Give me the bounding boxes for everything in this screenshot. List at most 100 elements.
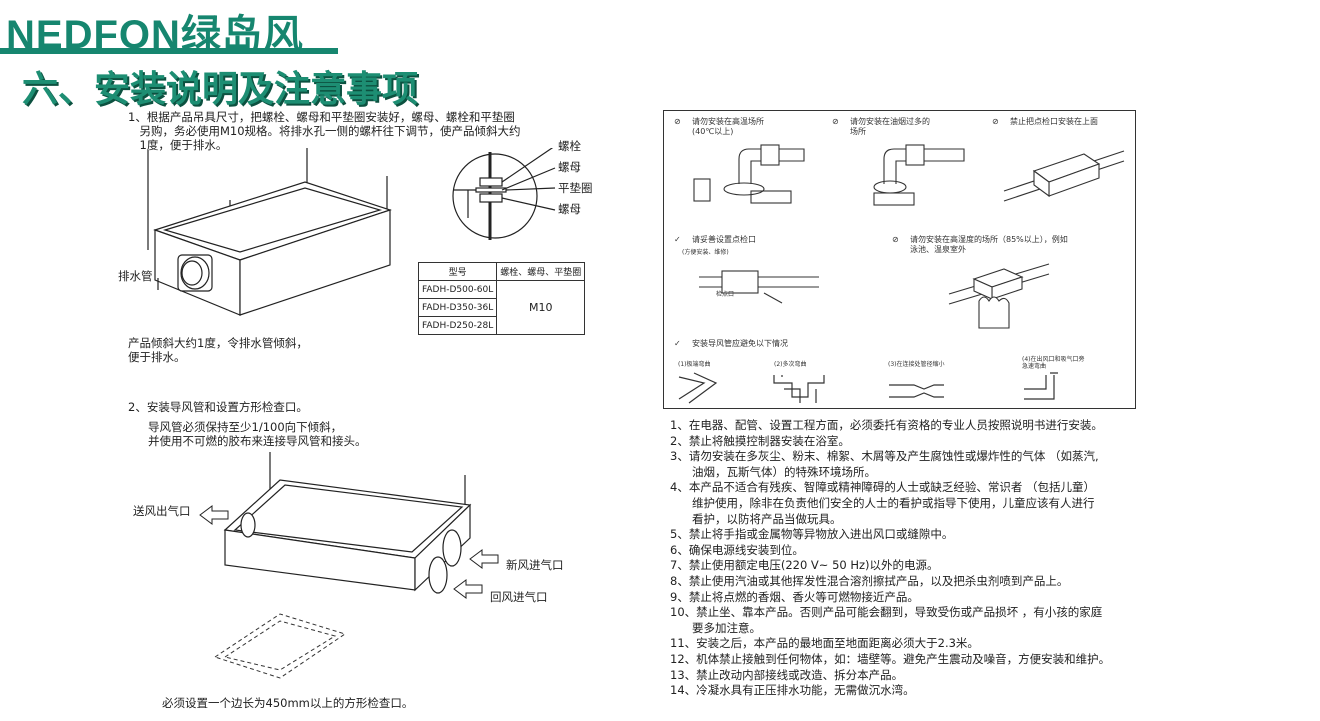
table-header-model: 型号 (417, 262, 498, 281)
rule-text: 禁止将手指或金属物等异物放入进出风口或缝隙中。 (688, 527, 954, 542)
drain-label: 排水管 (118, 269, 153, 283)
rule-text: 禁止使用汽油或其他挥发性混合溶剂擦拭产品，以及把杀虫剂喷到产品上。 (688, 573, 1069, 588)
rule-text: 禁止将触摸控制器安装在浴室。 (688, 433, 850, 448)
table-row: FADH-D250-28L (417, 316, 498, 335)
rule-item: 4、本产品不适合有残疾、智障或精神障碍的人士或缺乏经验、常识者 （包括儿童） (670, 480, 1145, 496)
return-in-label: 回风进气口 (490, 590, 548, 604)
no-icon: ⊘ (674, 117, 681, 126)
rule-number: 13、 (670, 667, 697, 682)
fresh-arrow-icon (469, 549, 499, 569)
high-temp-illustration (693, 144, 805, 204)
ok-icon: ✓ (674, 339, 681, 348)
step2-title: 2、安装导风管和设置方形检查口。 (128, 400, 308, 414)
rule-number: 7、 (670, 558, 689, 573)
rule-item: 2、禁止将触摸控制器安装在浴室。 (670, 434, 1145, 450)
section-title: 六、安装说明及注意事项 (22, 69, 419, 110)
rule-number: 14、 (670, 683, 697, 698)
inspect-label: 检点口 (716, 291, 735, 298)
rule-number: 3、 (670, 449, 689, 464)
unit-hanging-illustration (147, 148, 392, 316)
table-spec-value: M10 (496, 280, 586, 335)
warn-oily: 请勿安装在油烟过多的 场所 (850, 117, 930, 136)
no-icon: ⊘ (992, 117, 999, 126)
rule-text: 冷凝水具有正压排水功能，无需做沉水湾。 (696, 683, 915, 698)
rule-number: 8、 (670, 573, 689, 588)
top-inspect-illustration (1003, 150, 1125, 202)
rule-text: 请勿安装在多灰尘、粉末、棉絮、木屑等及产生腐蚀性或爆炸性的气体 （如蒸汽, (688, 449, 1099, 464)
rule-number: 12、 (670, 651, 697, 666)
rule-text: 本产品不适合有残疾、智障或精神障碍的人士或缺乏经验、常识者 （包括儿童） (688, 480, 1095, 495)
brand-underline (0, 48, 338, 54)
warn-no-top-inspect: 禁止把点检口安装在上面 (1010, 117, 1098, 126)
rule-text: 机体禁止接触到任何物体，如：墙壁等。避免产生震动及噪音，方便安装和维护。 (696, 651, 1111, 666)
rule-number: 1、 (670, 418, 689, 432)
rule-item: 7、禁止使用额定电压(220 V~ 50 Hz)以外的电源。 (670, 558, 1145, 574)
rule-text: 确保电源线安装到位。 (688, 542, 804, 557)
no-icon: ⊘ (892, 235, 899, 244)
rule-item: 13、禁止改动内部接线或改造、拆分本产品。 (670, 668, 1145, 684)
tilt-note: 产品倾斜大约1度，令排水管倾斜， 便于排水。 (128, 336, 308, 364)
rule-number: 6、 (670, 542, 689, 557)
warn-inspect-port-sub: (方便安装、维修) (682, 249, 729, 256)
access-note: 必须设置一个边长为450mm以上的方形检查口。 (162, 696, 414, 710)
inspect-port-illustration (699, 270, 819, 304)
rule-number: 2、 (670, 433, 689, 448)
table-header-hardware: 螺栓、螺母、平垫圈 (496, 262, 586, 281)
rule-continuation: 油烟，瓦斯气体）的特殊环境场所。 (692, 464, 876, 479)
nut-label: 螺母 (558, 160, 581, 174)
no-icon: ⊘ (832, 117, 839, 126)
step1-text: 1、根据产品吊具尺寸，把螺栓、螺母和平垫圈安装好，螺母、螺栓和平垫圈 另购，务必… (128, 110, 521, 152)
humidity-illustration (948, 263, 1050, 329)
rule-text: 禁止坐、靠本产品。否则产品可能会翻到，导致受伤或产品损坏 ，有小孩的家庭 (696, 605, 1103, 620)
rule-item: 10、禁止坐、靠本产品。否则产品可能会翻到，导致受伤或产品损坏 ，有小孩的家庭 (670, 605, 1145, 621)
rule-item: 6、确保电源线安装到位。 (670, 543, 1145, 559)
supply-out-label: 送风出气口 (133, 504, 191, 518)
rule-item: 1、在电器、配管、设置工程方面，必须委托有资格的专业人员按照说明书进行安装。 (670, 418, 1145, 434)
supply-arrow-icon (199, 505, 229, 525)
rule-item: 11、安装之后，本产品的最地面至地面距离必须大于2.3米。 (670, 636, 1145, 652)
rule-number: 5、 (670, 527, 689, 542)
case-4-label: (4)在出风口和吸气口旁 急速弯曲 (1022, 356, 1085, 370)
safety-rules-list: 1、在电器、配管、设置工程方面，必须委托有资格的专业人员按照说明书进行安装。2、… (670, 418, 1145, 699)
rule-number: 10、 (670, 605, 697, 620)
rule-number: 9、 (670, 589, 689, 604)
ok-icon: ✓ (674, 235, 681, 244)
rule-number: 4、 (670, 480, 689, 495)
rule-item: 14、冷凝水具有正压排水功能，无需做沉水湾。 (670, 683, 1145, 699)
rule-continuation: 看护，以防将产品当做玩具。 (692, 511, 842, 526)
table-row: FADH-D350-36L (417, 298, 498, 317)
rule-text: 禁止使用额定电压(220 V~ 50 Hz)以外的电源。 (688, 558, 939, 573)
case-2-label: (2)多次弯曲 (774, 361, 807, 368)
rule-text: 禁止将点燃的香烟、香火等可燃物接近产品。 (688, 589, 919, 604)
rule-item: 5、禁止将手指或金属物等异物放入进出风口或缝隙中。 (670, 527, 1145, 543)
warn-inspect-port: 请妥善设置点检口 (692, 235, 756, 244)
warning-diagram-box: ⊘ 请勿安装在高温场所 (40℃以上) ⊘ 请勿安装在油烟过多的 场所 ⊘ 禁止… (663, 110, 1136, 409)
hardware-spec-table: 型号 螺栓、螺母、平垫圈 FADH-D500-60L M10 FADH-D350… (417, 262, 586, 335)
rule-text: 在电器、配管、设置工程方面，必须委托有资格的专业人员按照说明书进行安装。 (688, 418, 1103, 432)
fresh-in-label: 新风进气口 (506, 558, 564, 572)
case-3-label: (3)在连接处管径缩小 (888, 361, 945, 368)
oily-illustration (873, 144, 965, 206)
bolt-label: 螺栓 (558, 139, 581, 153)
rule-continuation: 维护使用，除非在负责他们安全的人士的看护或指导下使用，儿童应该有人进行 (692, 495, 1095, 510)
warn-humidity: 请勿安装在高湿度的场所（85%以上），例如 泳池、温泉室外 (910, 235, 1068, 254)
rule-item: 3、请勿安装在多灰尘、粉末、棉絮、木屑等及产生腐蚀性或爆炸性的气体 （如蒸汽, (670, 449, 1145, 465)
rule-text: 安装之后，本产品的最地面至地面距离必须大于2.3米。 (696, 636, 979, 651)
case-1-label: (1)极端弯曲 (678, 361, 711, 368)
rule-item: 8、禁止使用汽油或其他挥发性混合溶剂擦拭产品，以及把杀虫剂喷到产品上。 (670, 574, 1145, 590)
table-row: FADH-D500-60L (417, 280, 498, 299)
rule-text: 禁止改动内部接线或改造、拆分本产品。 (696, 667, 904, 682)
duct-install-illustration (223, 452, 472, 594)
access-panel-illustration (213, 613, 347, 679)
rule-item: 12、机体禁止接触到任何物体，如：墙壁等。避免产生震动及噪音，方便安装和维护。 (670, 652, 1145, 668)
bolt-detail-illustration (452, 148, 556, 240)
warn-duct-avoid: 安装导风管应避免以下情况 (692, 339, 788, 348)
duct-cases-illustration (678, 372, 1058, 404)
return-arrow-icon (453, 579, 483, 599)
rule-item: 9、禁止将点燃的香烟、香火等可燃物接近产品。 (670, 590, 1145, 606)
washer-label: 平垫圈 (558, 181, 593, 195)
rule-continuation: 要多加注意。 (692, 620, 761, 635)
nut-label-2: 螺母 (558, 202, 581, 216)
rule-number: 11、 (670, 636, 697, 651)
warn-high-temp: 请勿安装在高温场所 (40℃以上) (692, 117, 764, 136)
